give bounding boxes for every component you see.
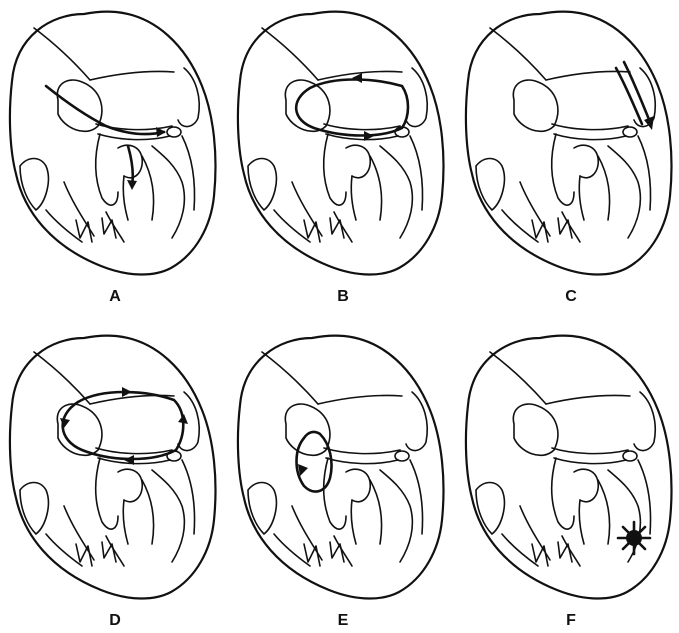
- panel-b: [238, 12, 444, 275]
- panel-label-e: E: [338, 612, 349, 629]
- panel-label-c: C: [565, 288, 577, 305]
- panel-label-a: A: [109, 288, 121, 305]
- panel-b-heart: [238, 12, 444, 275]
- panel-c-heart: [466, 12, 672, 275]
- panel-f-focal-burst-icon: [618, 522, 650, 554]
- panel-f-heart: [466, 336, 672, 599]
- panel-a-heart: [10, 12, 216, 275]
- panel-e-heart: [238, 336, 444, 599]
- panel-e: [238, 336, 444, 599]
- panel-label-d: D: [109, 612, 121, 629]
- panel-c: [466, 12, 672, 275]
- panel-f: [466, 336, 672, 599]
- panel-d-heart: [10, 336, 216, 599]
- panel-d: [10, 336, 216, 599]
- panel-label-b: B: [337, 288, 349, 305]
- panel-a: [10, 12, 216, 275]
- panel-label-f: F: [566, 612, 576, 629]
